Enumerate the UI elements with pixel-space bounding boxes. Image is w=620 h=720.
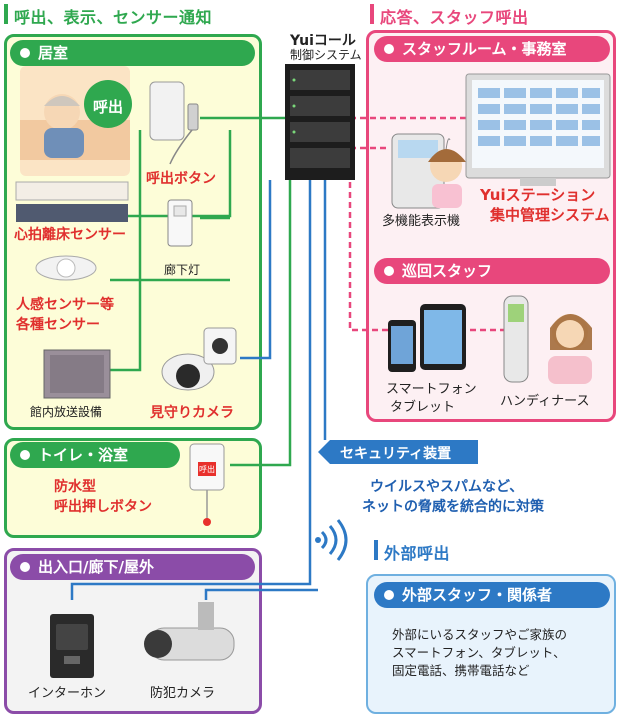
- security-desc-1: ウイルスやスパムなど、: [370, 479, 524, 495]
- smartphone-label-1: スマートフォン: [386, 382, 477, 397]
- security-title: セキュリティ装置: [340, 446, 452, 462]
- staff-room-title: スタッフルーム・事務室: [374, 36, 610, 62]
- motion-sensor-label-2: 各種センサー: [16, 317, 100, 333]
- toilet-device-text: 呼出: [199, 465, 215, 474]
- external-desc-3: 固定電話、携帯電話など: [392, 663, 530, 678]
- external-desc-1: 外部にいるスタッフやご家族の: [392, 627, 568, 642]
- call-button-label: 呼出ボタン: [146, 171, 216, 187]
- external-header-bar: [374, 540, 378, 560]
- handy-nurse-label: ハンディナース: [500, 394, 590, 409]
- intercom-label: インターホン: [28, 686, 107, 701]
- broadcast-label: 館内放送設備: [30, 405, 103, 419]
- toilet-label-1: 防水型: [54, 479, 96, 495]
- patrol-title: 巡回スタッフ: [374, 258, 610, 284]
- rooms-title: 居室: [10, 40, 255, 66]
- camera-label: 見守りカメラ: [150, 405, 234, 421]
- station-label-1: Yuiステーション: [480, 186, 596, 204]
- motion-sensor-label-1: 人感センサー等: [16, 297, 114, 313]
- toilet-label-2: 呼出押しボタン: [54, 499, 152, 515]
- security-camera-label: 防犯カメラ: [150, 686, 216, 701]
- system-brand: Yuiコール: [290, 33, 356, 49]
- security-desc-2: ネットの脅威を統合的に対策: [362, 499, 544, 515]
- corridor-light-label: 廊下灯: [164, 263, 201, 277]
- smartphone-label-2: タブレット: [390, 400, 456, 415]
- external-title: 外部スタッフ・関係者: [374, 582, 610, 608]
- left-header-bar: [4, 4, 8, 24]
- rooms-callout: 呼出: [92, 98, 123, 116]
- entrance-title: 出入口/廊下/屋外: [10, 554, 255, 580]
- right-header: 応答、スタッフ呼出: [380, 8, 529, 27]
- external-header: 外部呼出: [384, 544, 451, 563]
- phone-label: 多機能表示機: [382, 214, 461, 229]
- toilet-title: トイレ・浴室: [10, 442, 180, 468]
- right-header-bar: [370, 4, 374, 24]
- heartbeat-sensor-label: 心拍離床センサー: [14, 227, 126, 243]
- external-desc-2: スマートフォン、タブレット、: [392, 645, 566, 660]
- left-header: 呼出、表示、センサー通知: [14, 8, 213, 27]
- system-name: 制御システム: [290, 48, 362, 62]
- station-label-2: 集中管理システム: [490, 206, 610, 224]
